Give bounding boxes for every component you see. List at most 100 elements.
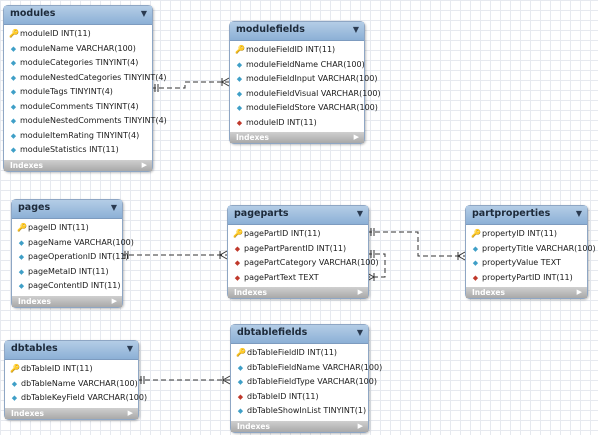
indexes-bar[interactable]: Indexes▶ [5, 407, 138, 419]
entity-modules[interactable]: modules▼ 🔑moduleID INT(11)◆moduleName VAR… [3, 5, 167, 172]
column-label: moduleFieldInput VARCHAR(100) [246, 74, 378, 83]
entity-title: pageparts [234, 208, 289, 219]
key-icon: 🔑 [10, 364, 20, 373]
column-row[interactable]: ◆pageMetaID INT(11) [12, 265, 122, 280]
indexes-label: Indexes [472, 288, 505, 297]
key-icon: 🔑 [233, 229, 243, 238]
column-row[interactable]: 🔑pageID INT(11) [12, 221, 122, 236]
column-label: pageContentID INT(11) [28, 281, 121, 290]
column-label: moduleCategories TINYINT(4) [20, 58, 139, 67]
column-label: moduleFieldVisual VARCHAR(100) [246, 88, 381, 98]
column-row[interactable]: 🔑propertyID INT(11) [466, 227, 587, 242]
entity-pages[interactable]: pages▼ 🔑pageID INT(11)◆pageName VARCHAR(1… [11, 199, 134, 308]
collapse-triangle-icon[interactable]: ▼ [110, 203, 117, 212]
column-label: moduleFieldID INT(11) [246, 45, 336, 54]
column-row[interactable]: ◆moduleItemRating TINYINT(4) [4, 129, 152, 144]
column-row[interactable]: ◆dbTableShowInList TINYINT(1) [231, 404, 368, 419]
key-icon: 🔑 [236, 348, 246, 357]
column-row[interactable]: ◆dbTableFieldName VARCHAR(100) [231, 361, 382, 376]
column-icon: ◆ [18, 267, 25, 276]
expand-arrow-icon[interactable]: ▶ [353, 133, 359, 141]
relationship-modules-modulefields[interactable] [151, 81, 229, 89]
column-row[interactable]: ◆dbTableKeyField VARCHAR(100) [5, 391, 147, 406]
column-row[interactable]: ◆propertyTitle VARCHAR(100) [466, 242, 596, 257]
entity-header[interactable]: partproperties▼ [466, 206, 587, 225]
column-row[interactable]: ◆moduleName VARCHAR(100) [4, 42, 152, 57]
indexes-bar[interactable]: Indexes ▶ [231, 420, 368, 432]
column-row[interactable]: ◆pageOperationID INT(11) [12, 250, 129, 265]
entity-dbtablefields[interactable]: dbtablefields▼🔑dbTableFieldID INT(11)◆db… [230, 324, 382, 433]
column-label: dbTableFieldType VARCHAR(100) [247, 377, 377, 386]
relationship-pageparts-partproperties[interactable] [367, 231, 465, 257]
collapse-triangle-icon[interactable]: ▼ [140, 9, 147, 18]
column-row[interactable]: ◆propertyValue TEXT [466, 256, 587, 271]
column-row[interactable]: 🔑dbTableFieldID INT(11) [231, 346, 368, 361]
column-label: moduleStatistics INT(11) [20, 145, 119, 154]
column-row[interactable]: ◆propertyPartID INT(11) [466, 271, 587, 286]
column-row[interactable]: 🔑pagePartID INT(11) [228, 227, 368, 242]
collapse-triangle-icon[interactable]: ▼ [352, 25, 359, 34]
column-row[interactable]: ◆pagePartText TEXT [228, 271, 368, 286]
cardinality-one-icon [140, 376, 145, 384]
entity-pageparts[interactable]: pageparts ▼ 🔑pagePartID INT(11)◆pagePartPa… [227, 205, 379, 299]
column-row[interactable]: ◆moduleFieldVisual VARCHAR(100) [230, 87, 381, 102]
indexes-bar[interactable]: Indexes▶ [230, 132, 364, 143]
collapse-triangle-icon[interactable]: ▼ [356, 209, 363, 218]
indexes-bar[interactable]: Indexes▶ [228, 287, 368, 298]
entity-dbtables[interactable]: dbtables▼🔑dbTableID INT(11)◆dbTableName … [4, 340, 147, 420]
indexes-bar[interactable]: Indexes ▶ [466, 287, 587, 298]
column-icon: ◆ [236, 104, 243, 112]
expand-arrow-icon[interactable]: ▶ [357, 288, 363, 296]
column-row[interactable]: ◆dbTableID INT(11) [231, 390, 368, 405]
column-row[interactable]: ◆moduleFieldName CHAR(100) [230, 58, 365, 73]
column-row[interactable]: ◆dbTableName VARCHAR(100) [5, 377, 138, 392]
column-row[interactable]: ◆moduleNestedComments TINYINT(4) [4, 114, 167, 129]
column-row[interactable]: 🔑moduleID INT(11) [4, 27, 152, 42]
collapse-triangle-icon[interactable]: ▼ [126, 344, 133, 353]
column-list: 🔑propertyID INT(11)◆propertyTitle VARCHA… [466, 225, 596, 287]
collapse-triangle-icon[interactable]: ▼ [575, 209, 582, 218]
entity-header[interactable]: modulefields▼ [230, 22, 364, 41]
entity-header[interactable]: dbtables▼ [5, 341, 138, 360]
column-row[interactable]: ◆pagePartCategory VARCHAR(100) [228, 256, 379, 271]
entity-header[interactable]: dbtablefields▼ [231, 325, 368, 344]
expand-arrow-icon[interactable]: ▶ [127, 408, 133, 417]
entity-header[interactable]: modules▼ [4, 6, 152, 25]
column-row[interactable]: ◆moduleCategories TINYINT(4) [4, 56, 152, 71]
indexes-label: Indexes [237, 421, 270, 431]
column-row[interactable]: ◆moduleID INT(11) [230, 116, 364, 131]
column-row[interactable]: ◆moduleStatistics INT(11) [4, 143, 152, 158]
column-label: moduleTags TINYINT(4) [20, 87, 113, 96]
column-row[interactable]: ◆dbTableFieldType VARCHAR(100) [231, 375, 377, 390]
entity-header[interactable]: pageparts ▼ [228, 206, 368, 225]
column-row[interactable]: ◆moduleNestedCategories TINYINT(4) [4, 71, 167, 86]
column-row[interactable]: ◆moduleFieldInput VARCHAR(100) [230, 72, 378, 87]
column-row[interactable]: ◆moduleFieldStore VARCHAR(100) [230, 101, 378, 116]
column-list: 🔑dbTableID INT(11)◆dbTableName VARCHAR(1… [5, 360, 147, 408]
column-icon: ◆ [237, 363, 244, 372]
column-row[interactable]: ◆pageName VARCHAR(100) [12, 236, 134, 251]
column-label: propertyID INT(11) [482, 229, 557, 238]
expand-arrow-icon[interactable]: ▶ [357, 421, 363, 430]
expand-arrow-icon[interactable]: ▶ [576, 288, 582, 296]
column-label: pagePartText TEXT [244, 272, 319, 282]
indexes-bar[interactable]: Indexes▶ [12, 295, 122, 307]
collapse-triangle-icon[interactable]: ▼ [356, 328, 363, 337]
column-row[interactable]: ◆moduleTags TINYINT(4) [4, 85, 152, 100]
entity-modulefields[interactable]: modulefields▼🔑moduleFieldID INT(11)◆modu… [229, 21, 381, 144]
expand-arrow-icon[interactable]: ▶ [141, 160, 147, 169]
expand-arrow-icon[interactable]: ▶ [111, 296, 117, 305]
entity-partproperties[interactable]: partproperties▼🔑propertyID INT(11)◆prope… [465, 205, 596, 299]
cardinality-one-icon [370, 228, 375, 236]
column-row[interactable]: ◆moduleComments TINYINT(4) [4, 100, 152, 115]
column-label: propertyPartID INT(11) [482, 272, 573, 282]
indexes-label: Indexes [10, 160, 43, 170]
indexes-bar[interactable]: Indexes ▶ [4, 159, 152, 171]
column-row[interactable]: ◆pageContentID INT(11) [12, 279, 122, 294]
entity-header[interactable]: pages▼ [12, 200, 122, 219]
column-row[interactable]: 🔑dbTableID INT(11) [5, 362, 138, 377]
column-icon: ◆ [10, 117, 17, 125]
column-row[interactable]: 🔑moduleFieldID INT(11) [230, 43, 364, 58]
column-row[interactable]: ◆pagePartParentID INT(11) [228, 242, 368, 257]
